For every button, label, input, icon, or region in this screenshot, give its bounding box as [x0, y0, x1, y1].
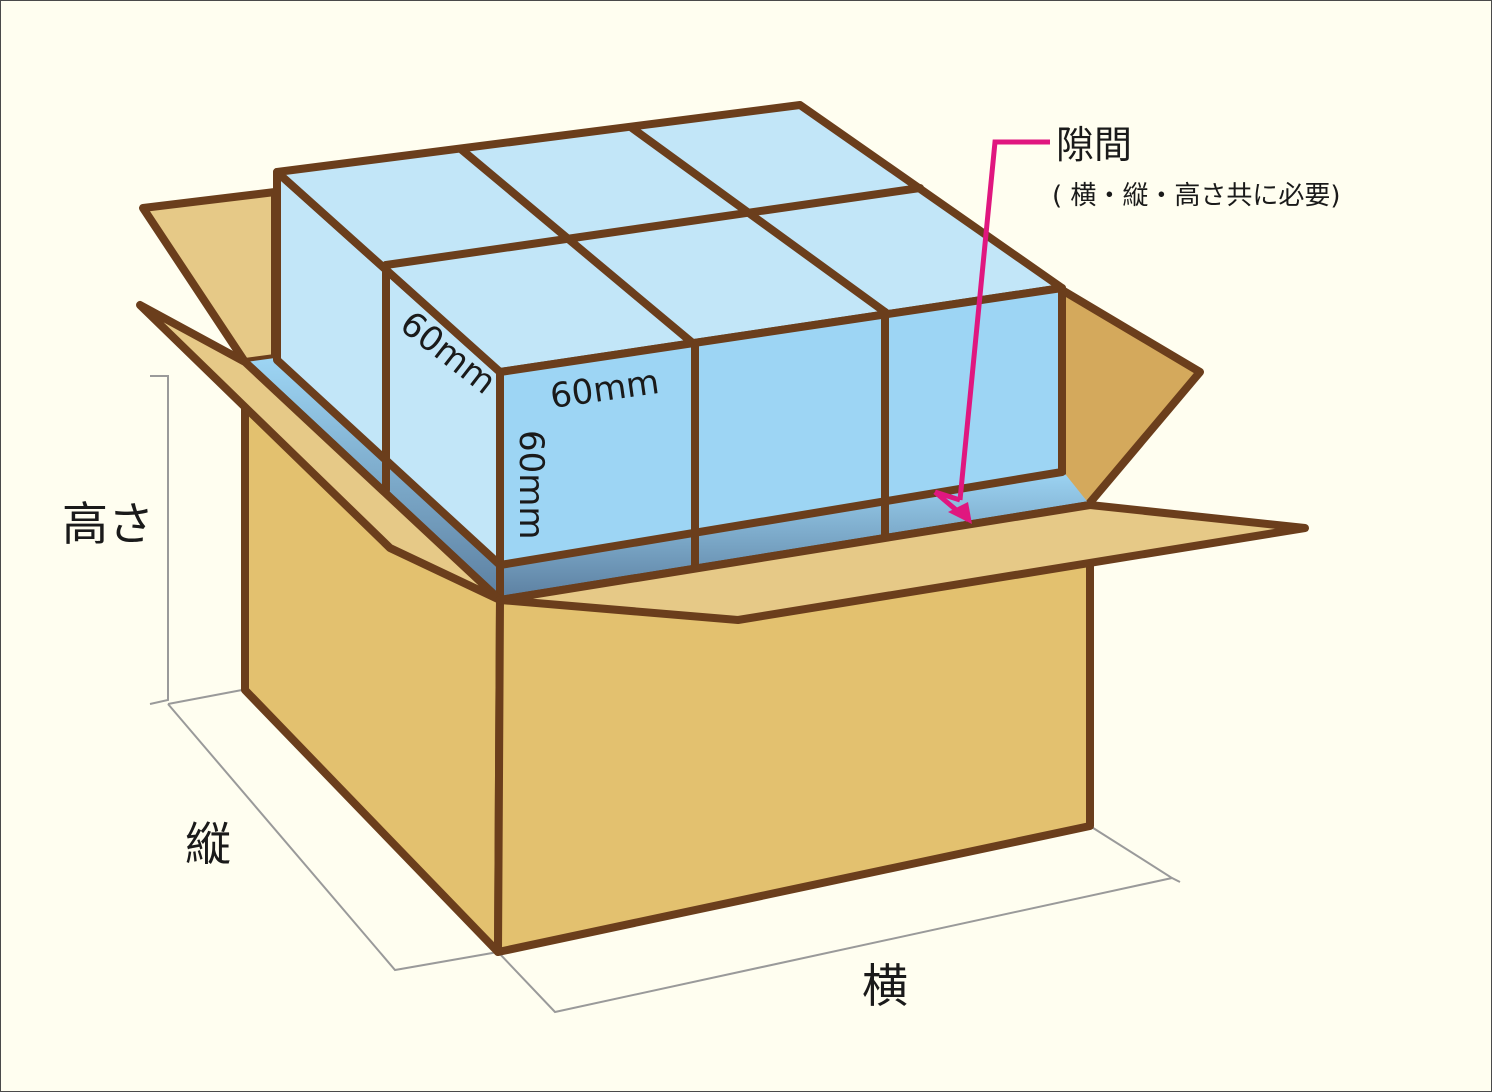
dimension-lines: [149, 375, 1181, 1014]
front-right-flap: [496, 501, 1309, 624]
width-label: 横: [862, 959, 908, 1013]
gap-note: ( 横・縦・高さ共に必要): [1052, 181, 1341, 211]
gap-arrow-head: [948, 502, 972, 524]
inner-gap-front: [500, 470, 1090, 600]
item-grid-lines: [382, 124, 924, 604]
depth-label: 縦: [185, 817, 231, 871]
dim-front-height: 60mm: [511, 430, 551, 540]
items-front-face: [496, 284, 1066, 569]
height-label: 高さ: [62, 497, 154, 551]
gap-title: 隙間: [1056, 123, 1132, 167]
